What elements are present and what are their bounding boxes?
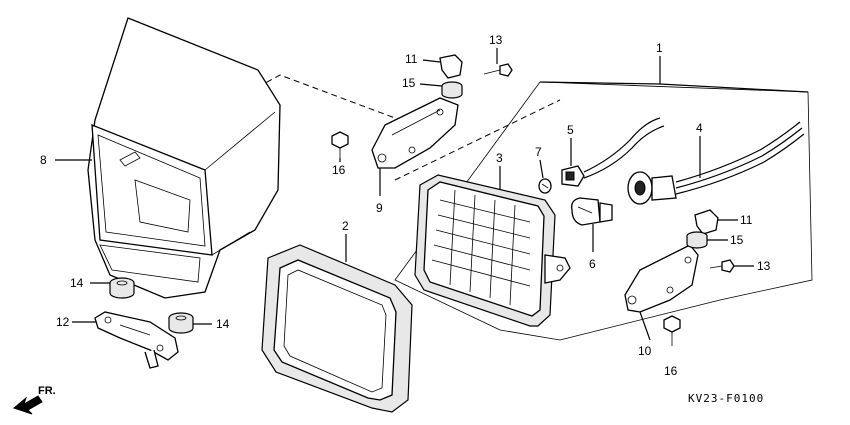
bolt-upper-bracket	[483, 63, 513, 77]
headlight-bulb	[571, 197, 613, 226]
callout-16a: 16	[332, 163, 346, 177]
assembly-outline	[394, 81, 813, 341]
callout-11b: 11	[740, 213, 753, 227]
callout-15a: 15	[402, 76, 416, 90]
grommet-upper	[109, 277, 135, 299]
leader-c7	[539, 159, 544, 179]
callout-11a: 11	[405, 52, 418, 66]
callout-7: 7	[535, 145, 542, 159]
bolt-upper	[331, 131, 349, 158]
alignment-dashed-line-2	[394, 99, 561, 181]
callout-4: 4	[696, 121, 703, 135]
callout-8: 8	[40, 153, 47, 167]
position-bulb	[538, 178, 552, 194]
callout-13a: 13	[489, 33, 503, 47]
diagram-code: KV23-F0100	[688, 392, 764, 405]
leader-c1-bracket-left	[539, 81, 661, 85]
callout-10: 10	[638, 344, 652, 358]
bolt-lower	[663, 315, 681, 346]
bolt-lower-bracket	[709, 259, 735, 273]
leader-c1-bracket-right	[659, 83, 809, 93]
callout-12: 12	[56, 315, 70, 329]
callout-13b: 13	[757, 259, 771, 273]
headlight-cowl	[87, 17, 281, 299]
callout-9: 9	[376, 201, 383, 215]
upper-mounting-bracket	[371, 97, 459, 169]
nut-upper	[439, 54, 463, 79]
grommet-upper-bracket	[441, 81, 463, 99]
callout-3: 3	[496, 151, 503, 165]
direction-label: FR.	[38, 385, 56, 397]
callout-15b: 15	[730, 233, 744, 247]
right-mounting-bracket	[624, 244, 699, 313]
callout-16b: 16	[664, 364, 678, 378]
callout-14b: 14	[216, 317, 230, 331]
lower-mounting-bracket	[94, 311, 179, 369]
callout-5: 5	[567, 123, 574, 137]
lens-grid	[431, 189, 531, 306]
position-light-socket	[561, 117, 665, 187]
callout-2: 2	[342, 219, 349, 233]
leader-c11a	[422, 59, 441, 63]
callout-14a: 14	[70, 276, 84, 290]
headlight-unit	[414, 174, 571, 327]
nut-lower	[694, 209, 719, 235]
leader-c10	[639, 311, 651, 341]
leader-c15a	[419, 83, 443, 87]
headlight-rim	[261, 244, 413, 413]
grommet-lower	[168, 312, 194, 334]
callout-6: 6	[589, 257, 596, 271]
grommet-lower-bracket	[686, 231, 708, 249]
headlight-socket	[627, 121, 805, 205]
callout-1: 1	[656, 41, 663, 55]
front-direction-arrow-icon	[12, 395, 43, 415]
